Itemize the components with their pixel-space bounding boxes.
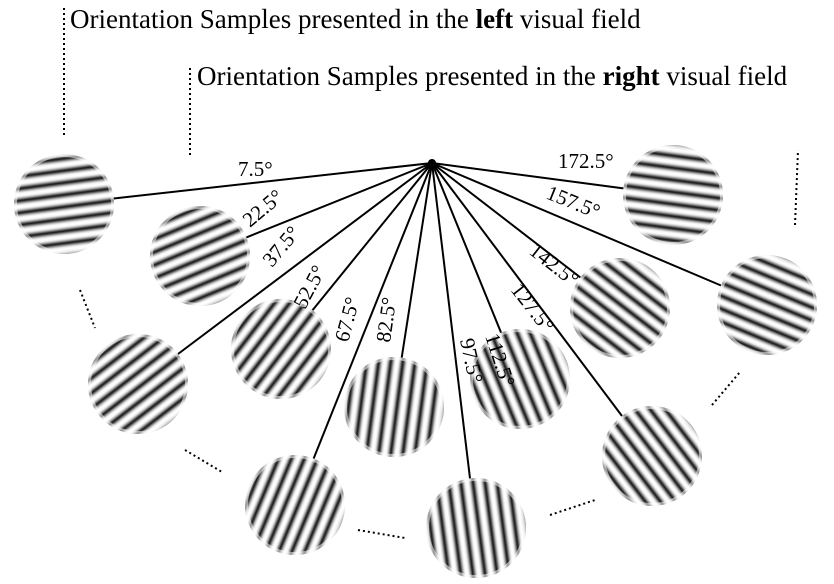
grating-patch [623, 145, 723, 245]
angle-label: 127.5° [506, 278, 559, 337]
grating-patch [717, 255, 817, 355]
grating-patch [344, 357, 444, 457]
grating-patch [245, 455, 345, 555]
angle-label: 52.5° [288, 261, 330, 312]
guide-lines [63, 8, 799, 539]
guide-dotted-line [711, 371, 741, 406]
guide-dotted-line [794, 149, 799, 226]
orientation-ray [400, 162, 433, 358]
angle-label: 82.5° [371, 296, 401, 344]
orientation-rays [113, 159, 722, 479]
guide-dotted-line [357, 529, 406, 539]
orientation-ray [431, 162, 471, 479]
orientation-ray [312, 162, 433, 459]
orientation-ray [113, 162, 433, 200]
orientation-ray [311, 162, 433, 311]
guide-dotted-line [79, 289, 96, 329]
orientation-ray [431, 162, 624, 190]
grating-patch [14, 154, 114, 254]
angle-label: 67.5° [330, 294, 365, 344]
angle-label: 142.5° [525, 238, 584, 291]
orientation-ray [431, 162, 582, 279]
guide-dotted-line [549, 499, 596, 516]
orientation-ray [177, 162, 433, 355]
angle-label: 7.5° [238, 157, 273, 181]
fan-apex [428, 159, 436, 167]
right-field-caption: Orientation Samples presented in the rig… [197, 61, 788, 91]
angle-label: 157.5° [543, 180, 604, 223]
orientation-ray [431, 162, 623, 417]
left-field-caption: Orientation Samples presented in the lef… [70, 4, 641, 34]
orientation-ray [246, 162, 433, 239]
grating-patch [602, 406, 702, 506]
angle-label: 172.5° [558, 149, 614, 173]
guide-dotted-line [184, 449, 223, 473]
grating-patches [14, 145, 817, 578]
grating-patch [88, 334, 188, 434]
orientation-ray [431, 162, 722, 287]
grating-patch [426, 478, 526, 578]
orientation-ray [431, 162, 503, 334]
